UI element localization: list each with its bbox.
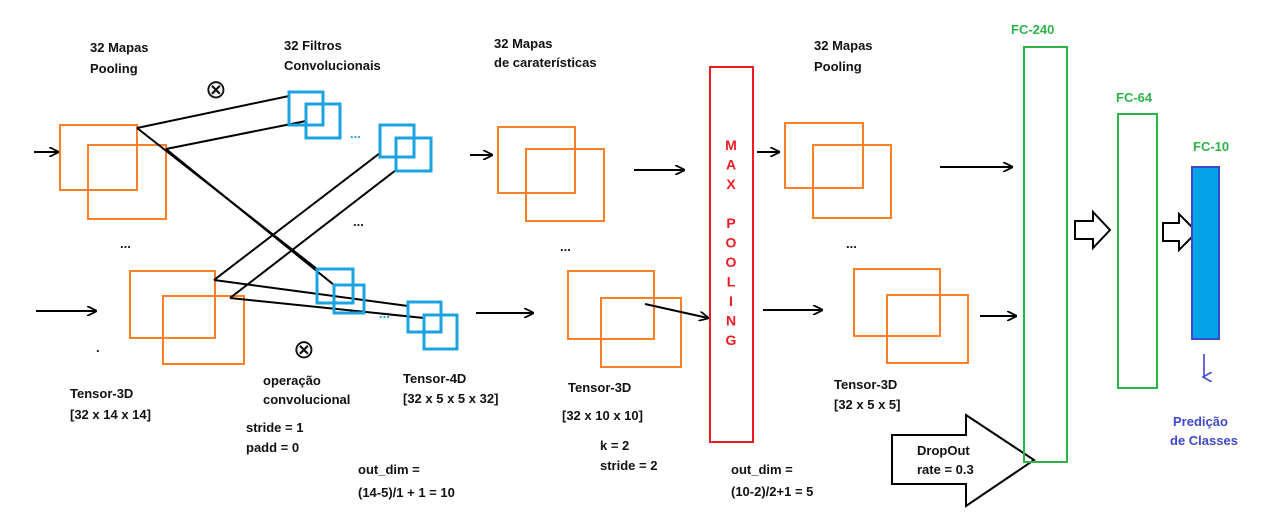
stage1-dot: . [96, 340, 100, 355]
conv-tensor-title: Tensor-4D [403, 371, 466, 386]
stage1-map-bottom-front [162, 295, 245, 365]
stage2-tensor-title: Tensor-3D [568, 380, 631, 395]
dropout-line2: rate = 0.3 [917, 462, 974, 477]
maxpool-letter: L [727, 274, 736, 290]
conv-connection-lines [136, 95, 425, 319]
dropout-line1: DropOut [917, 443, 970, 458]
stage1-tensor-title: Tensor-3D [70, 386, 133, 401]
fc64-to-fc10-arrow [1162, 211, 1199, 253]
stage2-map-bottom-front [600, 297, 682, 368]
filter-1-front [304, 102, 342, 140]
stage3-title-line1: 32 Mapas [814, 38, 873, 53]
fc-group: FC-240 FC-64 FC-10 Predição de Classes [1011, 22, 1238, 463]
otimes-bottom-icon: ⊗ [293, 334, 315, 364]
maxpool-outdim-line1: out_dim = [731, 462, 793, 477]
stage1-title-line2: Pooling [90, 61, 138, 76]
maxpool-outdim-line2: (10-2)/2+1 = 5 [731, 484, 813, 499]
stage1-tensor-dims: [32 x 14 x 14] [70, 407, 151, 422]
conv-op-line2: convolucional [263, 392, 350, 407]
conv-title-line2: Convolucionais [284, 58, 381, 73]
stage2-tensor-dims: [32 x 10 x 10] [562, 408, 643, 423]
otimes-top-icon: ⊗ [205, 74, 227, 104]
filter-ellipsis-top: ... [350, 126, 361, 141]
conv-group: 32 Filtros Convolucionais ⊗ ⊗ ... ... ..… [136, 38, 498, 500]
stage1-title-line1: 32 Mapas [90, 40, 149, 55]
stage2-ellipsis: ... [560, 239, 571, 254]
stage2-stride: stride = 2 [600, 458, 657, 473]
stage1-ellipsis: ... [120, 236, 131, 251]
stage1-map-bottom-back [129, 270, 216, 339]
filter-2-front [394, 136, 433, 173]
stage3-map-top-back [784, 122, 864, 189]
fc240-label: FC-240 [1011, 22, 1054, 37]
maxpool-box [709, 66, 754, 443]
fc10-label: FC-10 [1193, 139, 1229, 154]
maxpool-letter: P [726, 215, 735, 231]
prediction-line2: de Classes [1170, 433, 1238, 448]
maxpool-letter: G [726, 332, 737, 348]
dropout-arrow-shape [891, 413, 1036, 508]
stage3-map-bottom-front [886, 294, 969, 364]
filter-ellipsis-bottom: ... [379, 306, 390, 321]
stage1-map-top-front [87, 144, 167, 220]
filter-3-front [332, 283, 366, 315]
maxpool-letter: A [726, 157, 736, 173]
maxpool-letter: X [726, 176, 736, 192]
maxpool-letter: O [726, 254, 737, 270]
conv-outdim-line1: out_dim = [358, 462, 420, 477]
fc240-box [1023, 46, 1068, 463]
fc64-box [1117, 113, 1158, 389]
stage2-k: k = 2 [600, 438, 629, 453]
stage3-ellipsis: ... [846, 236, 857, 251]
maxpool-letter: N [726, 313, 736, 329]
stage2-group: 32 Mapas de caraterísticas ... Tensor-3D… [470, 36, 682, 473]
fc64-label: FC-64 [1116, 90, 1153, 105]
conv-stride: stride = 1 [246, 420, 303, 435]
fc10-box [1191, 166, 1220, 340]
maxpool-letter: O [726, 235, 737, 251]
conv-outdim-line2: (14-5)/1 + 1 = 10 [358, 485, 455, 500]
maxpool-in-arrow-bottom [644, 303, 708, 318]
stage3-title-line2: Pooling [814, 59, 862, 74]
stage3-tensor-dims: [32 x 5 x 5] [834, 397, 901, 412]
stage1-map-top-back [59, 124, 138, 191]
fc240-to-fc64-arrow [1074, 209, 1112, 251]
maxpool-letter: I [729, 293, 733, 309]
stage2-map-bottom-back [567, 270, 655, 340]
filter-4-front [422, 313, 459, 351]
stage3-tensor-title: Tensor-3D [834, 377, 897, 392]
conv-title-line1: 32 Filtros [284, 38, 342, 53]
stage2-map-top-back [497, 126, 576, 194]
prediction-line1: Predição [1173, 414, 1228, 429]
conv-tensor-dims: [32 x 5 x 5 x 32] [403, 391, 498, 406]
stage2-title-line1: 32 Mapas [494, 36, 553, 51]
stage2-map-top-front [525, 148, 605, 222]
maxpool-letter: M [725, 137, 737, 153]
filter-ellipsis-middle: ... [353, 214, 364, 229]
stage2-title-line2: de caraterísticas [494, 55, 597, 70]
conv-padd: padd = 0 [246, 440, 299, 455]
stage3-map-bottom-back [853, 268, 941, 337]
dropout-group: DropOut rate = 0.3 [891, 413, 1036, 508]
stage3-group: 32 Mapas Pooling ... Tensor-3D [32 x 5 x… [757, 38, 1016, 412]
stage1-group: 32 Mapas Pooling ... . Tensor-3D [32 x 1… [34, 40, 245, 422]
conv-op-line1: operação [263, 373, 321, 388]
stage3-map-top-front [812, 144, 892, 219]
